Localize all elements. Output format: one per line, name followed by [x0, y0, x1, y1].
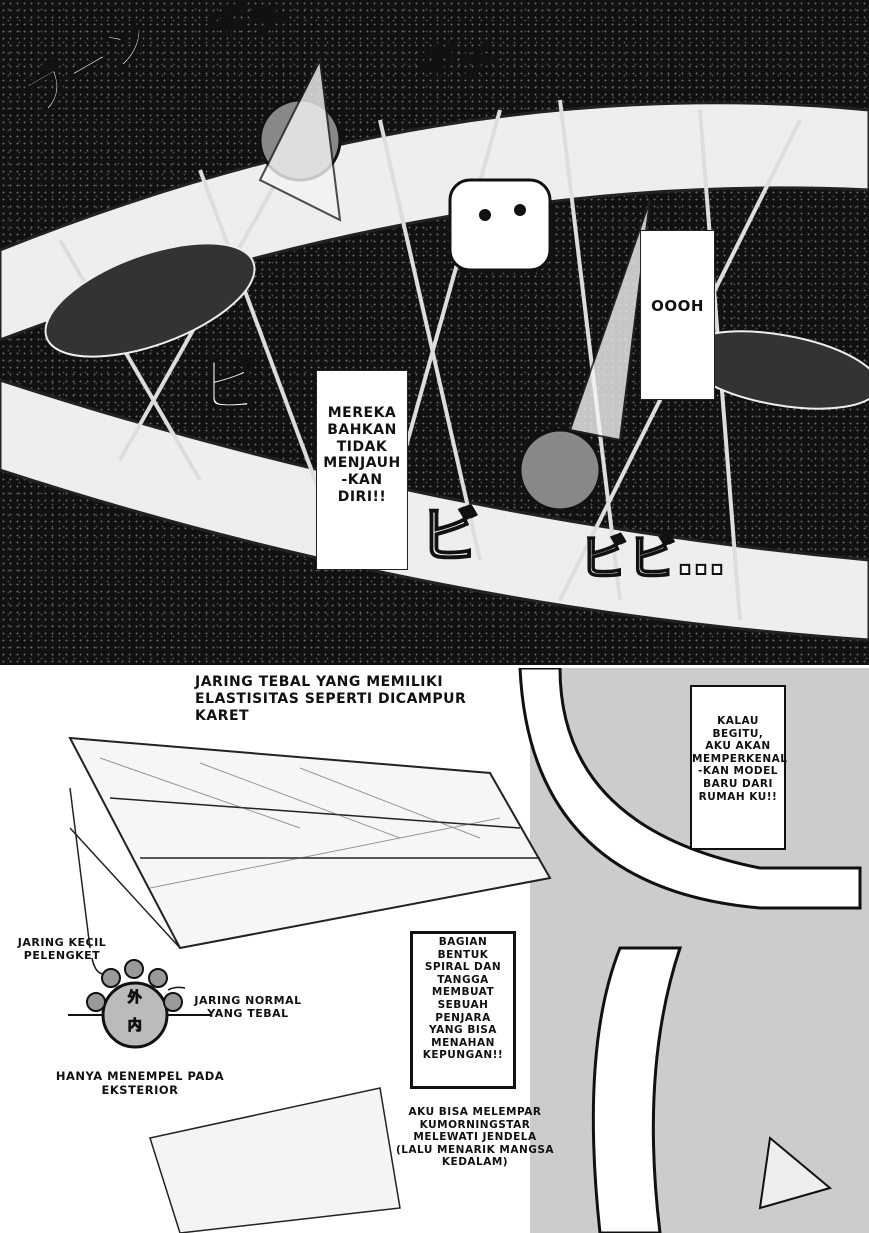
sfx-bi-1: ビ: [199, 350, 261, 422]
bottom-panel: JARING TEBAL YANG MEMILIKI ELASTISITAS S…: [0, 668, 869, 1233]
label-exterior: HANYA MENEMPEL PADA EKSTERIOR: [55, 1069, 225, 1097]
speech-bubble-left: MEREKA BAHKAN TIDAK MENJAUH -KAN DIRI!!: [316, 370, 408, 570]
sfx-gichi-1: ギチ: [209, 0, 288, 45]
sfx-bi-2: ビ: [419, 500, 481, 572]
web-bridge-artwork: [0, 56, 869, 642]
label-small-web: JARING KECIL PELENGKET: [17, 936, 107, 963]
sfx-gichi-2: ギチ: [419, 39, 498, 85]
diagram-outer-kanji: 外: [127, 990, 143, 1007]
caption-box-center: BAGIAN BENTUK SPIRAL DAN TANGGA MEMBUAT …: [410, 931, 516, 1089]
wasp-left: [44, 56, 342, 358]
caption-box-right: KALAU BEGITU, AKU AKAN MEMPERKENAL -KAN …: [690, 685, 787, 850]
caption-top: JARING TEBAL YANG MEMILIKI ELASTISITAS S…: [195, 674, 467, 724]
web-diagram: [68, 957, 212, 1049]
caption-bottom: AKU BISA MELEMPAR KUMORNINGSTAR MELEWATI…: [395, 1106, 555, 1169]
diagram-inner-kanji: 内: [127, 1018, 143, 1035]
sfx-bibi: ビビ…: [579, 529, 726, 587]
label-normal-web: JARING NORMAL YANG TEBAL: [194, 994, 302, 1021]
top-panel: ブーン ギチ ギチ ビ ビ ビビ… MEREKA BAHKAN TIDAK ME…: [0, 0, 869, 665]
wasp-right: [518, 199, 869, 512]
spider-character: [448, 178, 552, 272]
speech-bubble-right: OOOH: [640, 230, 715, 400]
